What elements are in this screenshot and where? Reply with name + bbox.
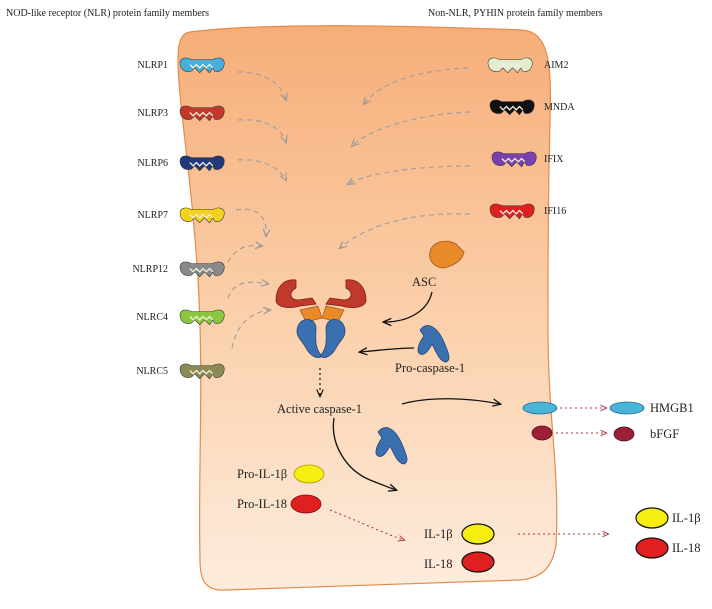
dashed-arrow-aim2: [364, 67, 469, 104]
header-nlr: NOD-like receptor (NLR) protein family m…: [6, 8, 209, 19]
procaspase-to-complex-arrow: [360, 348, 415, 352]
pyhin-ifi16: IFI16: [489, 203, 566, 220]
dashed-arrow-nlrp12: [227, 246, 262, 263]
pro-il1b-label: Pro-IL-1β: [237, 467, 287, 481]
il18-outside-shape: [635, 537, 669, 559]
il18-inside-label: IL-18: [424, 557, 452, 571]
pyhin-ifix-teeth: [501, 157, 526, 163]
dashed-arrow-nlrp6: [237, 159, 286, 180]
nlr-nlrp1-teeth: [189, 63, 214, 69]
pro-il18-shape: [290, 494, 322, 514]
pyhin-mnda-teeth: [499, 105, 524, 111]
nlr-nlrp3-label: NLRP3: [137, 108, 168, 119]
bfgf-inside: [531, 425, 553, 441]
il1b-outside-label: IL-1β: [672, 511, 701, 525]
pro-il1b-shape: [293, 464, 325, 484]
inflammasome-complex: [275, 279, 367, 358]
nlr-nlrc4: NLRC4: [136, 309, 225, 326]
il1b-inside-label: IL-1β: [424, 527, 453, 541]
asc-label: ASC: [412, 275, 436, 289]
il18-inside-shape: [461, 551, 495, 573]
nlr-nlrp1: NLRP1: [137, 57, 225, 74]
pyhin-ifix-label: IFIX: [544, 154, 564, 165]
nlr-nlrp12-label: NLRP12: [132, 264, 168, 275]
nlr-nlrp7-teeth: [189, 213, 214, 219]
pyhin-aim2-teeth: [497, 63, 522, 69]
il18-outside-label: IL-18: [672, 541, 700, 555]
caspase-cleavage-arrow: [332, 417, 396, 490]
nlr-nlrp12-teeth: [189, 267, 214, 273]
nlr-nlrp12: NLRP12: [132, 261, 225, 278]
dashed-arrow-nlrc4: [227, 282, 268, 299]
pyhin-aim2-label: AIM2: [544, 60, 568, 71]
nlr-nlrp6-label: NLRP6: [137, 158, 168, 169]
dashed-arrow-ifi16: [340, 213, 471, 248]
caspase-right: [319, 319, 346, 358]
nlr-nlrp3: NLRP3: [137, 105, 225, 122]
pyhin-dashed-arrows: [340, 67, 471, 248]
active-caspase-protein: [375, 427, 408, 465]
il1b-inside-shape: [461, 523, 495, 545]
pro-caspase-protein: [417, 325, 450, 363]
pyhin-ifix: IFIX: [491, 151, 564, 168]
nlr-sensor-left: [275, 279, 317, 308]
active-caspase-label: Active caspase-1: [277, 402, 362, 416]
hmgb1-inside: [522, 401, 558, 415]
pyhin-aim2: AIM2: [487, 57, 568, 74]
nlr-nlrp7-label: NLRP7: [137, 210, 168, 221]
nlr-nlrc4-label: NLRC4: [136, 312, 168, 323]
pyhin-ifi16-teeth: [499, 209, 524, 215]
nlr-dashed-arrows: [227, 71, 286, 349]
il1b-outside-shape: [635, 507, 669, 529]
nlr-nlrc5: NLRC5: [136, 363, 225, 380]
nlr-nlrp6: NLRP6: [137, 155, 225, 172]
bfgf-label: bFGF: [650, 427, 679, 441]
pro-caspase-label: Pro-caspase-1: [395, 361, 465, 375]
bfgf-outside: [613, 426, 635, 442]
hmgb1-label: HMGB1: [650, 401, 694, 415]
nlr-nlrc5-label: NLRC5: [136, 366, 168, 377]
nlr-nlrp7: NLRP7: [137, 207, 225, 224]
pyhin-mnda: MNDA: [489, 99, 575, 116]
nlr-nlrp1-label: NLRP1: [137, 60, 168, 71]
dashed-arrow-nlrc5: [231, 310, 270, 349]
asc-protein: [429, 240, 465, 269]
pyhin-mnda-label: MNDA: [544, 102, 575, 113]
asc-to-complex-arrow: [384, 291, 433, 322]
pyhin-ifi16-label: IFI16: [544, 206, 566, 217]
nlr-sensor-right: [325, 279, 367, 308]
nlr-nlrp6-teeth: [189, 161, 214, 167]
nlr-nlrc4-teeth: [189, 315, 214, 321]
dashed-arrow-nlrp1: [237, 71, 286, 100]
hmgb1-outside: [609, 401, 645, 415]
header-pyhin: Non-NLR, PYHIN protein family members: [428, 8, 603, 19]
caspase-secretion-arrow: [401, 398, 500, 404]
nlr-nlrc5-teeth: [189, 369, 214, 375]
pro-il18-label: Pro-IL-18: [237, 497, 287, 511]
nlr-nlrp3-teeth: [189, 111, 214, 117]
